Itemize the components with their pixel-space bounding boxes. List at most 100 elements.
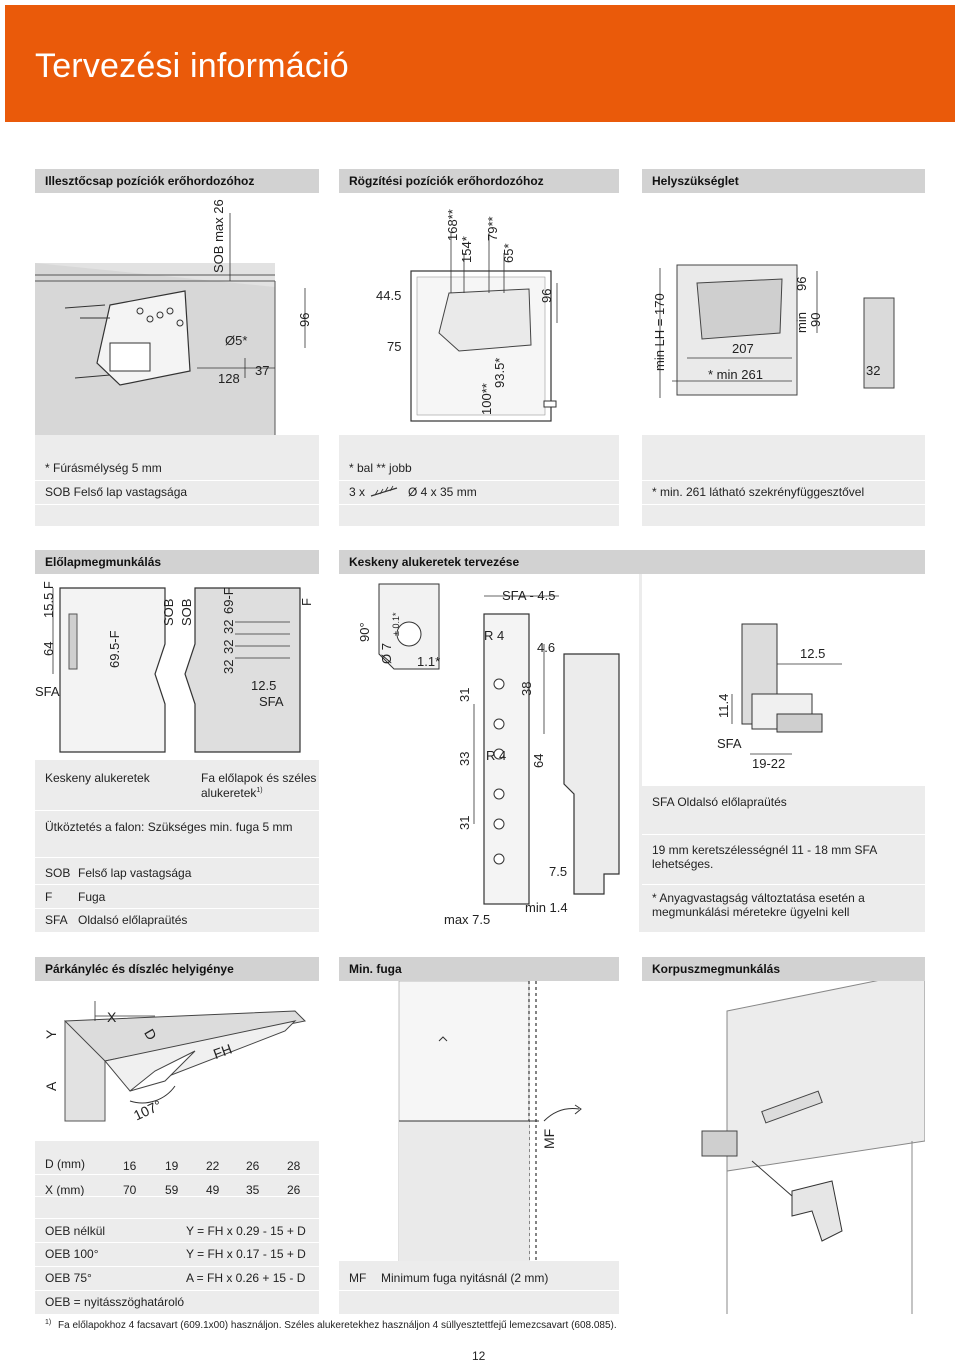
- dim-min-261: * min 261: [708, 367, 763, 382]
- dim-sob-2: SOB: [179, 598, 194, 626]
- sfa-detail-drawing: [731, 623, 842, 755]
- footnote: 1) Fa előlapokhoz 4 facsavart (609.1x00)…: [45, 1319, 617, 1331]
- footnote-text: Fa előlapokhoz 4 facsavart (609.1x00) ha…: [58, 1320, 617, 1332]
- dim-128: 128: [218, 371, 240, 386]
- cornice-figure: Y X D A FH 107°: [35, 981, 319, 1141]
- page-number: 12: [472, 1349, 486, 1363]
- dim-12-5: 12.5: [800, 646, 826, 661]
- dim-mf: MF: [541, 1128, 557, 1149]
- dim-69-5-f: 69.5-F: [107, 630, 122, 668]
- label-wide-alu-text: alukeretek: [201, 786, 257, 800]
- dim-19-22: 19-22: [752, 756, 786, 771]
- formula-no-oeb: Y = FH x 0.29 - 15 + D: [186, 1224, 306, 1238]
- dim-44-5: 44.5: [376, 288, 402, 303]
- dim-31-bottom: 31: [457, 815, 472, 830]
- footnote-marker: 1): [45, 1319, 52, 1326]
- narrow-alu-figure: 90° Ø 7 ± 0.1* 1.1* SFA - 4.5 R 4 4.6 31…: [339, 574, 639, 932]
- dim-sob-1: SOB: [161, 598, 176, 626]
- table-row-label: D (mm): [45, 1157, 85, 1171]
- formula-label-oeb-100: OEB 100°: [45, 1247, 99, 1261]
- table-cell: 19: [165, 1159, 179, 1173]
- dim-dowel-diameter: Ø5*: [225, 333, 248, 348]
- dim-64: 64: [531, 753, 546, 768]
- dim-96: 96: [794, 276, 809, 291]
- front-machining-drawing: [52, 587, 301, 753]
- dim-max-7-5: max 7.5: [444, 912, 491, 927]
- carcase-machining-figure: [642, 981, 925, 1314]
- dim-32: 32: [866, 363, 881, 378]
- table-row: X (mm) 70 59 49 35 26: [45, 1178, 317, 1202]
- dim-38: 38: [519, 681, 534, 696]
- legend-f-key: F: [45, 890, 53, 904]
- note-frame-width: 19 mm keretszélességnél 11 - 18 mm SFA: [652, 843, 878, 857]
- panel-min-gap-title: Min. fuga: [339, 957, 619, 981]
- dim-sfa-left: SFA: [35, 684, 60, 699]
- formula-oeb-75: A = FH x 0.26 + 15 - D: [186, 1271, 306, 1285]
- panel-fixing-positions-title: Rögzítési pozíciók erőhordozóhoz: [339, 169, 619, 193]
- table-cell: 59: [165, 1183, 179, 1197]
- dim-37: 37: [255, 363, 270, 378]
- dim-96: 96: [297, 312, 312, 327]
- table-cell: 26: [246, 1159, 260, 1173]
- cornice-drawing: [63, 1001, 307, 1122]
- formula-label-oeb-75: OEB 75°: [45, 1271, 92, 1285]
- panel-narrow-alu-frames-title: Keskeny alukeretek tervezése: [339, 550, 925, 574]
- min-gap-figure: MF: [339, 981, 619, 1261]
- table-row-label: X (mm): [45, 1183, 85, 1197]
- dim-168: 168**: [445, 209, 460, 241]
- space-requirement-drawing: [659, 264, 895, 398]
- sfa-detail-figure: 12.5 11.4 SFA 19-22: [642, 574, 925, 786]
- label-wide-alu: alukeretek1): [201, 786, 263, 800]
- legend-sob-value: Felső lap vastagsága: [78, 866, 192, 880]
- label-narrow-alu: Keskeny alukeretek: [45, 771, 150, 785]
- note-oeb: OEB = nyitásszöghatároló: [45, 1295, 185, 1309]
- dim-min: min: [794, 312, 809, 333]
- carcase-machining-drawing: [701, 981, 925, 1314]
- table-cell: 28: [287, 1159, 301, 1173]
- dim-75: 75: [387, 339, 402, 354]
- dim-32-b: 32: [221, 639, 236, 654]
- note-left-right: * bal ** jobb: [349, 461, 412, 475]
- table-cell: 26: [287, 1183, 301, 1197]
- panel-space-requirement-title: Helyszükséglet: [642, 169, 925, 193]
- dim-154: 154*: [459, 236, 474, 263]
- dim-r4-top: R 4: [484, 628, 505, 643]
- note-sfa: SFA Oldalsó előlapraütés: [652, 795, 787, 809]
- dim-min-lh: min LH = 170: [652, 293, 667, 371]
- legend-sfa-key: SFA: [45, 913, 68, 927]
- fixing-positions-figure: 168** 154* 79** 65* 44.5 75 96 100** 93.…: [339, 193, 619, 435]
- dim-4-6: 4.6: [537, 640, 556, 655]
- panel-carcase-machining-title: Korpuszmegmunkálás: [642, 957, 925, 981]
- note-sob: SOB Felső lap vastagsága: [45, 485, 188, 499]
- front-machining-figure: 64 15.5 F 69.5-F SOB SOB 32 32 32 69-F F…: [35, 574, 319, 760]
- dim-32-a: 32: [221, 659, 236, 674]
- dim-90-deg: 90°: [357, 622, 372, 642]
- dim-sfa: SFA: [717, 736, 742, 751]
- dim-207: 207: [732, 341, 754, 356]
- legend-sob-key: SOB: [45, 866, 71, 880]
- table-cell: 35: [246, 1183, 260, 1197]
- dim-f: F: [299, 598, 314, 606]
- mf-key: MF: [349, 1271, 367, 1285]
- dim-33: 33: [457, 751, 472, 766]
- screw-prefix: 3 x: [349, 485, 366, 499]
- formula-label-no-oeb: OEB nélkül: [45, 1224, 106, 1238]
- dim-90: 90: [808, 312, 823, 327]
- dim-32-c: 32: [221, 619, 236, 634]
- label-wood-front: Fa előlapok és széles: [201, 771, 317, 785]
- note-min-261: * min. 261 látható szekrényfüggesztővel: [652, 485, 865, 499]
- dim-min-1-4: min 1.4: [525, 900, 568, 915]
- dim-79: 79**: [485, 216, 500, 241]
- mf-text: Minimum fuga nyitásnál (2 mm): [381, 1271, 549, 1285]
- dim-a: A: [43, 1081, 59, 1091]
- dim-x: X: [107, 1009, 117, 1025]
- dim-15-5-f: 15.5 F: [41, 581, 56, 618]
- panel-dowel-positions-title: Illesztőcsap pozíciók erőhordozóhoz: [35, 169, 319, 193]
- narrow-alu-drawing: [378, 583, 620, 905]
- note-frame-width-2: lehetséges.: [652, 857, 714, 871]
- dim-93-5: 93.5*: [492, 357, 507, 388]
- fixing-positions-drawing: [410, 233, 558, 422]
- panel-cornice-space-title: Párkányléc és díszléc helyigénye: [35, 957, 319, 981]
- dim-11-4: 11.4: [716, 693, 731, 718]
- note-wall-gap: Ütköztetés a falon: Szükséges min. fuga …: [45, 820, 293, 834]
